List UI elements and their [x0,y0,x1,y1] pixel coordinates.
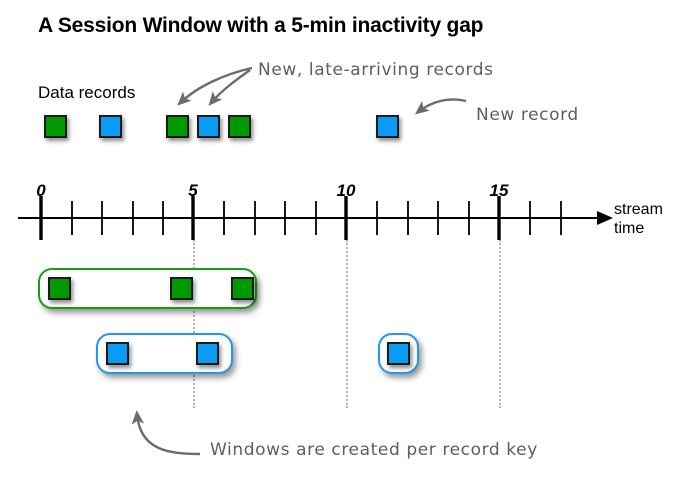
data-record-blue [387,342,410,365]
arrow-to-late-blue [208,69,251,106]
data-record-green [44,115,67,138]
data-record-green [166,115,189,138]
data-records-label: Data records [38,83,136,102]
arrow-to-window [131,410,201,456]
data-record-blue [196,342,219,365]
data-record-blue [99,115,122,138]
axis-tick-label: 10 [336,181,356,200]
session-window-blue [378,333,419,374]
guide-line [499,240,501,408]
arrow-to-late-green [177,66,253,106]
axis-name-line2: time [614,220,645,237]
data-record-blue [197,115,220,138]
guide-line [193,240,195,408]
page-title: A Session Window with a 5-min inactivity… [38,14,484,37]
annotation-per-key: Windows are created per record key [210,440,538,460]
annotation-late-records: New, late-arriving records [258,60,494,80]
annotation-new-record: New record [476,105,579,125]
session-window-green [38,268,257,309]
data-record-green [231,277,254,300]
data-record-blue [106,342,129,365]
guide-line [346,240,348,408]
axis-tick-label: 5 [188,181,198,200]
arrow-to-new-record [414,98,467,115]
axis-arrowhead [597,211,613,225]
data-record-green [170,277,193,300]
axis-name-line1: stream [614,201,663,218]
axis-name-label: stream time [614,200,663,238]
data-record-green [48,277,71,300]
axis-tick-label: 15 [489,181,509,200]
data-record-green [228,115,251,138]
axis-tick-label: 0 [36,181,46,200]
data-record-blue [376,115,399,138]
